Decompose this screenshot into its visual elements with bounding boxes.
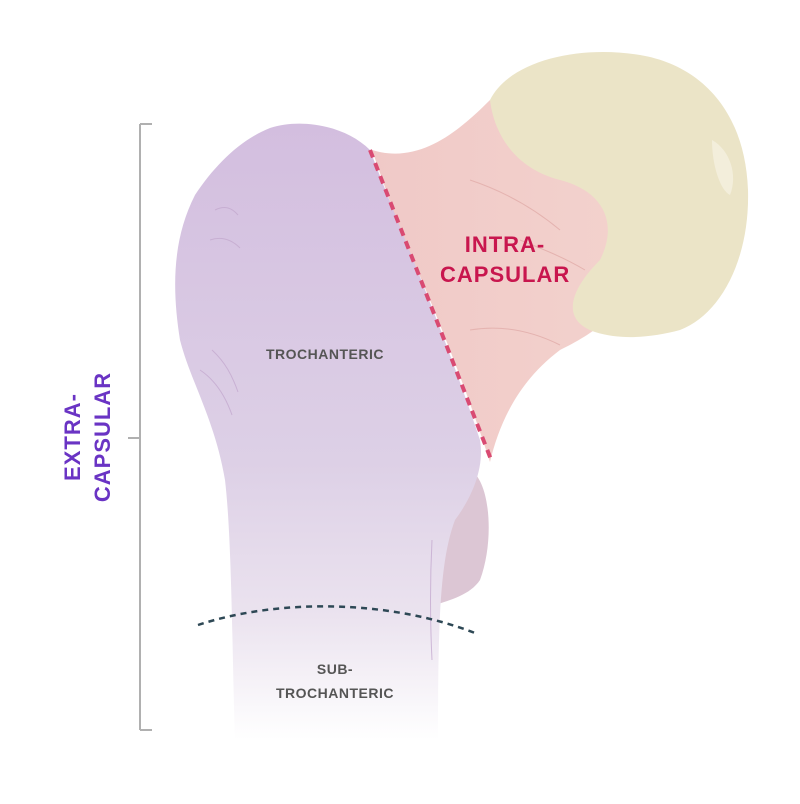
extracapsular-label-line2: CAPSULAR (90, 371, 115, 503)
subtrochanteric-label-line1: SUB- (316, 661, 354, 677)
neck-texture (469, 179, 586, 346)
extracapsular-bracket (128, 123, 152, 731)
subtrochanteric-label-line2: TROCHANTERIC (276, 685, 394, 701)
head-highlight (712, 140, 734, 195)
subtrochanteric-label: SUB- TROCHANTERIC (265, 657, 405, 705)
extracapsular-label: EXTRA- CAPSULAR (58, 367, 122, 507)
femoral-shaft (175, 123, 481, 741)
bone-texture (199, 207, 433, 661)
subtrochanteric-boundary-line (197, 605, 476, 635)
intracapsular-label-line2: CAPSULAR (440, 262, 571, 287)
extracapsular-label-line1: EXTRA- (60, 393, 85, 481)
femoral-neck (372, 100, 630, 462)
femoral-head (490, 52, 749, 338)
intracapsular-label-line1: INTRA- (464, 232, 546, 257)
trochanteric-label: TROCHANTERIC (266, 346, 384, 362)
intracapsular-label: INTRA- CAPSULAR (440, 230, 570, 290)
lesser-trochanter (435, 470, 489, 605)
